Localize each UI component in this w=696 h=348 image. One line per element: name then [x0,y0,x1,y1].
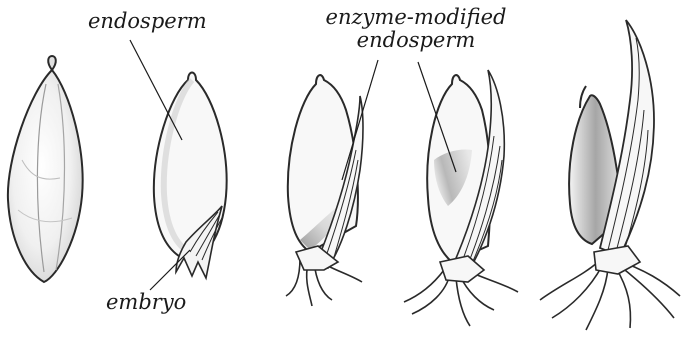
embryo-label: embryo [106,291,186,314]
enzyme-modified-endosperm-label: enzyme-modified endosperm [316,6,516,52]
enzyme-modified-label-line1: enzyme-modified [316,6,516,29]
early-germination [286,75,363,306]
leader-endosperm [130,40,182,140]
sectioned-grain [154,73,227,279]
mid-germination [404,70,518,326]
endosperm-label: endosperm [88,10,207,33]
enzyme-modified-label-line2: endosperm [316,29,516,52]
intact-grain [8,56,83,282]
leader-embryo [150,250,190,290]
late-germination [540,20,680,330]
